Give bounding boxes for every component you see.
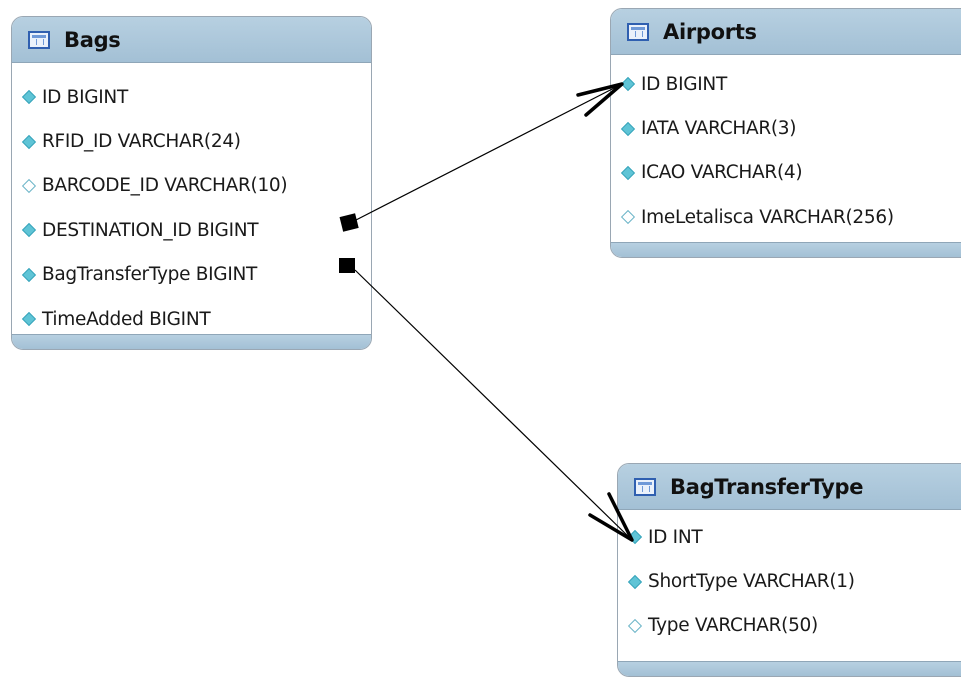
column-label: ID INT [648,526,703,548]
column-list: ID INT ShortType VARCHAR(1) Type VARCHAR… [618,510,961,648]
column-row[interactable]: Type VARCHAR(50) [618,604,961,648]
arrow-head-icon [588,492,634,542]
relationship-line [354,269,633,541]
table-title: BagTransferType [670,474,864,499]
column-row[interactable]: RFID_ID VARCHAR(24) [12,119,371,163]
table-bags[interactable]: Bags ID BIGINT RFID_ID VARCHAR(24) BARCO… [11,16,372,350]
column-row[interactable]: ImeLetalisca VARCHAR(256) [611,195,961,239]
column-label: BARCODE_ID VARCHAR(10) [42,175,288,197]
table-icon [627,22,649,41]
column-label: BagTransferType BIGINT [42,264,258,286]
foreign-key-end-marker [339,258,355,273]
relationship-line [355,83,623,221]
relationship-connectors [339,82,634,542]
column-label: ICAO VARCHAR(4) [641,162,803,184]
table-footer [618,661,961,676]
column-label: Type VARCHAR(50) [648,615,818,637]
column-row[interactable]: ID INT [618,515,961,559]
column-label: ID BIGINT [641,73,727,95]
column-row[interactable]: BARCODE_ID VARCHAR(10) [12,164,371,208]
table-header: BagTransferType [618,464,961,510]
table-header: Airports [611,9,961,55]
column-row[interactable]: ICAO VARCHAR(4) [611,151,961,195]
table-title: Airports [663,19,757,44]
table-icon [634,477,656,496]
column-label: ID BIGINT [42,86,128,108]
column-row[interactable]: BagTransferType BIGINT [12,253,371,297]
column-label: IATA VARCHAR(3) [641,118,797,140]
relationship-destination-to-airports[interactable] [339,82,624,232]
column-list: ID BIGINT IATA VARCHAR(3) ICAO VARCHAR(4… [611,55,961,240]
table-footer [611,242,961,257]
column-row[interactable]: IATA VARCHAR(3) [611,106,961,150]
column-label: ImeLetalisca VARCHAR(256) [641,206,894,228]
column-label: DESTINATION_ID BIGINT [42,219,259,241]
arrow-head-icon [576,82,624,117]
column-row[interactable]: ShortType VARCHAR(1) [618,559,961,603]
column-row[interactable]: ID BIGINT [12,75,371,119]
column-label: RFID_ID VARCHAR(24) [42,131,241,153]
relationship-bagtransfer-to-bagtransfertype[interactable] [339,258,634,542]
table-airports[interactable]: Airports ID BIGINT IATA VARCHAR(3) ICAO … [610,8,961,258]
foreign-key-end-marker [339,213,359,232]
table-icon [28,30,50,49]
column-label: TimeAdded BIGINT [42,308,211,330]
column-row[interactable]: TimeAdded BIGINT [12,297,371,341]
column-list: ID BIGINT RFID_ID VARCHAR(24) BARCODE_ID… [12,63,371,341]
table-header: Bags [12,17,371,63]
column-label: ShortType VARCHAR(1) [648,571,855,593]
column-row[interactable]: DESTINATION_ID BIGINT [12,208,371,252]
column-row[interactable]: ID BIGINT [611,62,961,106]
table-footer [12,334,371,349]
table-title: Bags [64,27,121,52]
